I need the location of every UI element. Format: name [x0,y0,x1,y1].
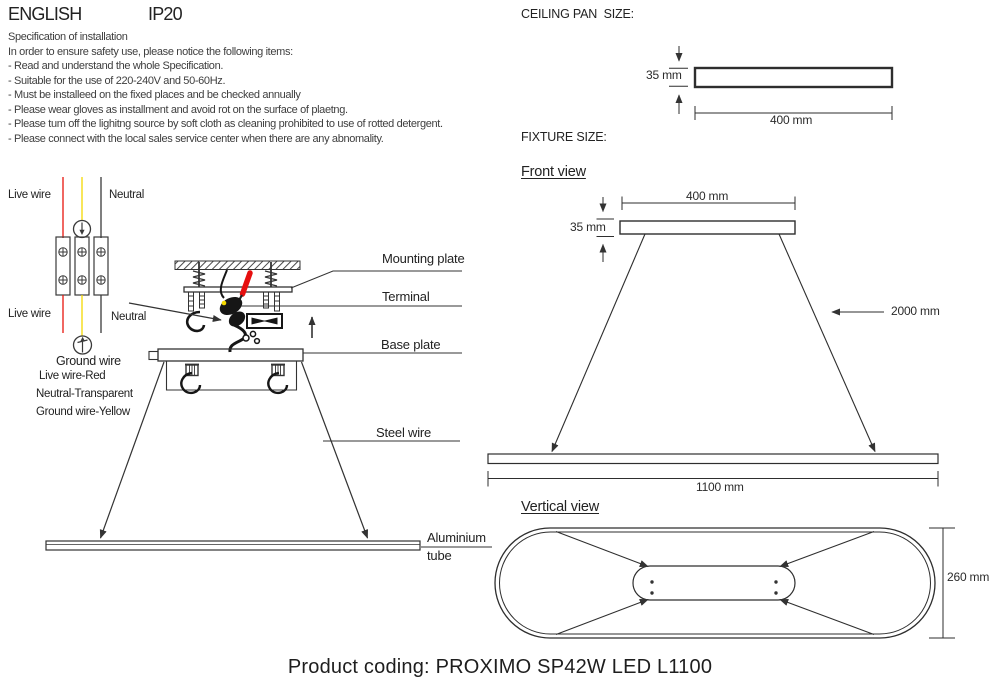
spec-line: In order to ensure safety use, please no… [8,45,293,58]
mounting-plate-leader [290,270,462,289]
spec-line: Specification of installation [8,31,128,43]
hook-left [180,371,202,395]
hook-right [267,371,289,395]
ceiling-pan-height-dim: 35 mm [646,68,682,82]
spec-line: - Read and understand the whole Specific… [8,60,224,73]
steel-wire-label: Steel wire [376,425,432,440]
mounting-plate-label: Mounting plate [382,251,465,266]
live-wire-label-bottom: Live wire [8,308,51,320]
color-key-neutral: Neutral-Transparent [36,388,133,400]
base-plate-label: Base plate [381,337,441,352]
steel-wire-left [99,361,165,539]
vertical-view-drawing [494,527,955,639]
center-canopy-pill [632,565,796,601]
spec-line: - Please wear gloves as installment and … [8,103,348,116]
ceiling-hatch [174,260,301,270]
canopy-width-dim: 400 mm [686,189,729,203]
terminal-block [93,236,109,296]
ceiling-feed-wire [219,269,228,299]
steel-wire-right [300,361,369,539]
aluminium-label: Aluminium [427,530,486,545]
live-wire-label-top: Live wire [8,189,51,201]
tube-label: tube [427,548,452,563]
ceiling-pan-title: CEILING PAN SIZE: [521,7,634,21]
hook-upper [185,310,206,333]
ip-rating: IP20 [148,4,183,24]
mounting-plate-bar [183,286,293,293]
fixture-outline-inner [499,531,931,635]
neutral-label-bottom: Neutral [111,311,146,323]
canopy-height-dim: 35 mm [570,220,606,234]
ceiling-pan-profile [693,66,894,89]
base-plate-screws [185,363,285,377]
spec-line: - Suitable for the use of 220-240V and 5… [8,74,226,87]
spec-line: - Please connect with the local sales se… [8,132,384,145]
fixture-outline-outer [494,527,936,639]
front-view-drawing [487,196,939,487]
wire-connector [246,313,283,329]
installation-spec-text: Specification of installation In order t… [8,30,443,146]
vertical-view-title: Vertical view [521,499,599,515]
tube-length-dim: 1100 mm [696,480,744,494]
fixture-tube-front [487,453,939,465]
ground-symbol-top [72,219,92,239]
color-key-ground: Ground wire-Yellow [36,406,130,418]
ground-dot [221,300,227,306]
neutral-label-top: Neutral [109,189,144,201]
spec-line: - Must be installeed on the fixed places… [8,89,301,102]
ground-symbol-bottom [72,335,93,355]
wiring-terminal-detail [55,177,109,355]
fixture-depth-dim: 260 mm [947,570,990,584]
leader-lines [241,270,492,548]
front-view-title: Front view [521,164,586,180]
terminal-block [74,236,90,296]
spec-line: - Please tum off the lighitng source by … [8,118,443,131]
suspension-wire-right [778,233,876,453]
fixture-size-title: FIXTURE SIZE: [521,130,607,144]
ground-wire-label: Ground wire [56,354,121,368]
product-coding: Product coding: PROXIMO SP42W LED L1100 [287,656,713,678]
canopy [619,220,796,235]
terminal-screws [58,247,106,285]
aluminium-tube-bar [45,540,421,551]
language-heading: ENGLISH [8,4,82,24]
ceiling-pan-drawing [669,46,894,120]
terminal-label: Terminal [382,289,430,304]
terminal-block [55,236,71,296]
ceiling-pan-width-dim: 400 mm [770,113,813,127]
wire-length-dim: 2000 mm [891,304,940,318]
color-key-live: Live wire-Red [39,370,106,382]
terminal-pointer-arrow [128,302,222,323]
suspension-wire-left [551,233,646,453]
screwdriver-handle [239,270,253,297]
installation-diagram [45,260,492,551]
